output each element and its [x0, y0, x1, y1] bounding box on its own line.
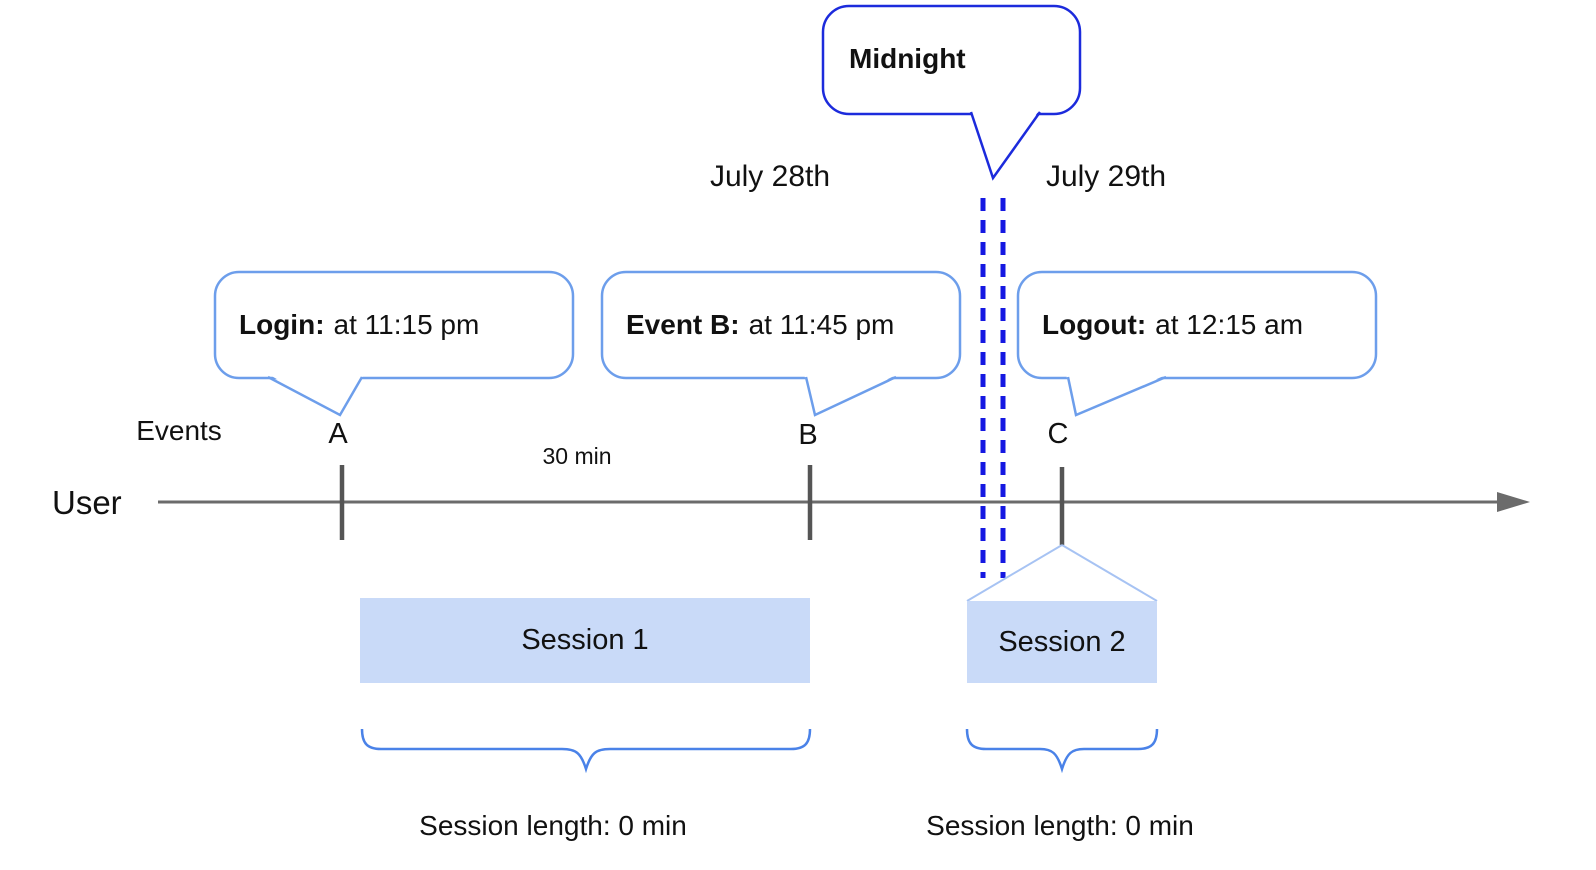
logout-callout-tail — [1066, 375, 1167, 417]
logout-callout-bubble — [1016, 270, 1378, 380]
user-row-label: User — [52, 484, 122, 521]
session2-box: Session 2 — [967, 601, 1157, 683]
login-callout-title: Login: — [239, 309, 325, 340]
midnight-callout-label: Midnight — [849, 43, 966, 74]
event-marker-a: A — [328, 418, 348, 450]
event-b-callout-title: Event B: — [626, 309, 740, 340]
logout-callout-tail-fill — [1066, 374, 1168, 415]
logout-callout-text: Logout: at 12:15 am — [1042, 309, 1303, 341]
midnight-callout-bubble — [821, 4, 1082, 116]
midnight-callout-tail — [969, 111, 1042, 181]
timeline-arrowhead-icon — [1497, 492, 1530, 512]
logout-callout-title: Logout: — [1042, 309, 1147, 340]
session1-label: Session 1 — [521, 624, 649, 656]
login-callout-tail-fill — [268, 374, 364, 415]
event-b-callout-time: at 11:45 pm — [748, 309, 895, 340]
login-callout-time: at 11:15 pm — [333, 309, 480, 340]
session1-length-label: Session length: 0 min — [419, 810, 687, 841]
logout-callout-time: at 12:15 am — [1155, 309, 1304, 340]
event-b-callout-bubble — [600, 270, 962, 380]
session2-length-label: Session length: 0 min — [926, 810, 1194, 841]
login-callout-text: Login: at 11:15 pm — [239, 309, 479, 341]
session1-length-brace — [360, 728, 812, 774]
event-marker-c: C — [1047, 418, 1069, 450]
login-callout-tail — [267, 375, 364, 417]
session2-label: Session 2 — [998, 625, 1126, 658]
event-marker-b: B — [798, 419, 818, 451]
events-row-label: Events — [136, 415, 222, 446]
event-b-callout-tail-fill — [804, 374, 898, 415]
session2-funnel-left — [966, 544, 1063, 602]
date-july-28: July 28th — [709, 160, 831, 193]
login-callout-bubble — [213, 270, 575, 380]
event-b-callout-text: Event B: at 11:45 pm — [626, 309, 894, 341]
event-b-callout-tail — [804, 375, 897, 417]
session2-funnel-right — [1061, 544, 1158, 602]
session2-length-brace — [965, 728, 1159, 774]
interval-30min-label: 30 min — [542, 443, 612, 469]
session1-box: Session 1 — [360, 598, 810, 683]
date-july-29: July 29th — [1045, 160, 1167, 193]
